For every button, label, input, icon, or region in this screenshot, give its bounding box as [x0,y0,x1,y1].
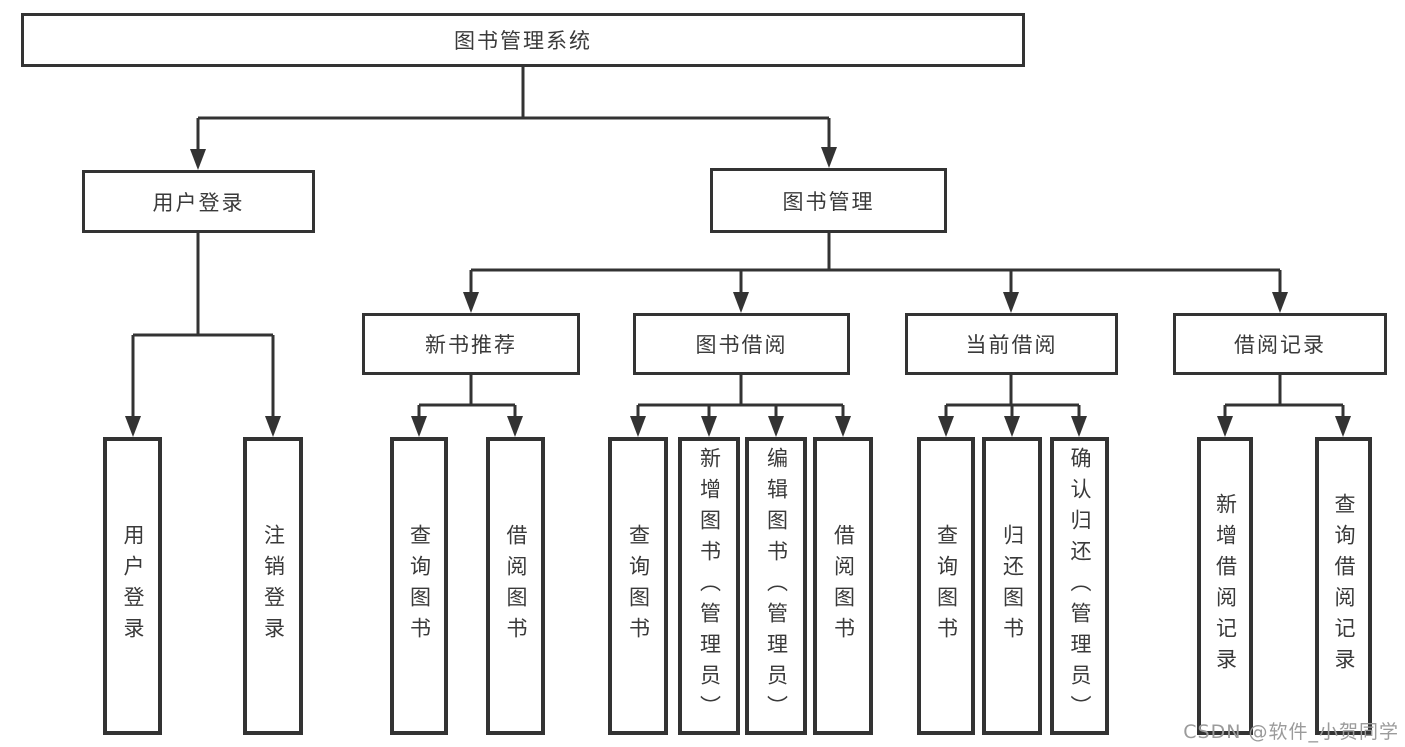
leaf-borrow-query-books: 查询图书 [608,437,668,735]
node-book-management: 图书管理 [710,168,947,233]
arrowheads [125,147,1351,437]
csdn-watermark: CSDN @软件_小贺同学 [1183,721,1399,743]
node-book-borrowing: 图书借阅 [633,313,850,375]
leaf-confirm-return-admin: 确认归还（管理员） [1050,437,1109,735]
node-user-login: 用户登录 [82,170,315,233]
node-new-book-recommend: 新书推荐 [362,313,580,375]
leaf-return-books: 归还图书 [982,437,1042,735]
leaf-add-borrow-record: 新增借阅记录 [1197,437,1253,735]
node-borrowing-records: 借阅记录 [1173,313,1387,375]
leaf-user-login: 用户登录 [103,437,162,735]
leaf-borrow-books: 借阅图书 [813,437,873,735]
node-library-management-system: 图书管理系统 [21,13,1025,67]
leaf-newbook-borrow-books: 借阅图书 [486,437,545,735]
leaf-newbook-query-books: 查询图书 [390,437,448,735]
leaf-edit-books-admin: 编辑图书（管理员） [745,437,807,735]
leaf-logout-login: 注销登录 [243,437,303,735]
leaf-add-books-admin: 新增图书（管理员） [678,437,740,735]
node-current-borrowing: 当前借阅 [905,313,1118,375]
leaf-current-query-books: 查询图书 [917,437,975,735]
leaf-query-borrow-record: 查询借阅记录 [1315,437,1372,735]
